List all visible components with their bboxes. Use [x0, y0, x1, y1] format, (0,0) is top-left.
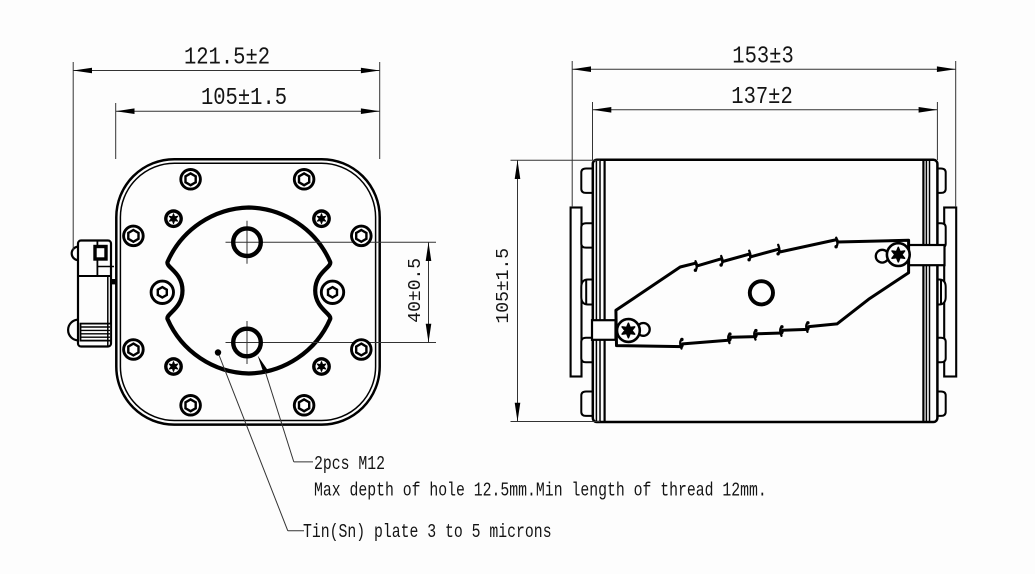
svg-text:105±1.5: 105±1.5 [494, 248, 514, 324]
svg-text:40±0.5: 40±0.5 [406, 258, 426, 323]
svg-text:105±1.5: 105±1.5 [201, 84, 287, 112]
svg-text:Tin(Sn) plate 3 to 5 microns: Tin(Sn) plate 3 to 5 microns [303, 522, 552, 543]
svg-text:153±3: 153±3 [732, 42, 793, 70]
svg-text:121.5±2: 121.5±2 [184, 43, 270, 71]
svg-text:Max depth of hole 12.5mm.Min l: Max depth of hole 12.5mm.Min length of t… [314, 481, 767, 502]
svg-text:137±2: 137±2 [731, 83, 792, 111]
svg-text:2pcs M12: 2pcs M12 [314, 454, 385, 475]
